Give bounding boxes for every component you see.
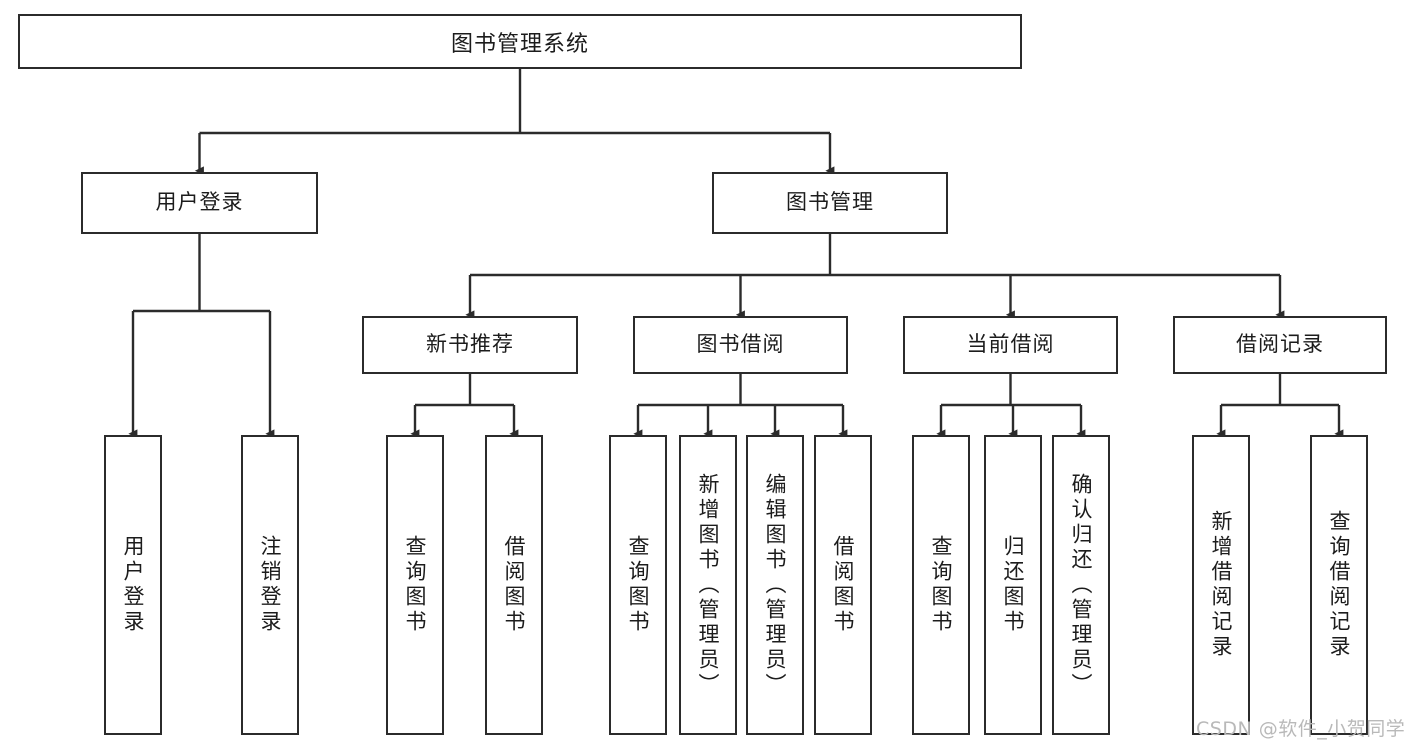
node-leaf-query-book-borrow[interactable]: 查询图书	[609, 435, 667, 735]
node-label: 新增借阅记录	[1209, 510, 1234, 660]
node-new-book-recommendation[interactable]: 新书推荐	[362, 316, 578, 374]
node-leaf-query-book-current[interactable]: 查询图书	[912, 435, 970, 735]
node-leaf-query-borrow-record[interactable]: 查询借阅记录	[1310, 435, 1368, 735]
node-current-borrowing[interactable]: 当前借阅	[903, 316, 1118, 374]
node-leaf-add-borrow-record[interactable]: 新增借阅记录	[1192, 435, 1250, 735]
node-label: 注销登录	[258, 535, 283, 635]
node-label: 当前借阅	[966, 332, 1055, 357]
node-book-management[interactable]: 图书管理	[712, 172, 948, 234]
node-label: 图书管理	[786, 190, 874, 215]
node-label: 借阅图书	[831, 535, 856, 635]
edge-paths	[128, 69, 1344, 439]
node-leaf-confirm-return-admin[interactable]: 确认归还（管理员）	[1052, 435, 1110, 735]
node-label: 图书借阅	[696, 332, 785, 357]
node-borrowing-record[interactable]: 借阅记录	[1173, 316, 1387, 374]
node-leaf-logout[interactable]: 注销登录	[241, 435, 299, 735]
node-label: 新书推荐	[426, 332, 514, 357]
node-label: 图书管理系统	[450, 31, 589, 57]
node-label: 查询图书	[403, 535, 428, 635]
node-leaf-user-login[interactable]: 用户登录	[104, 435, 162, 735]
node-leaf-borrow-book-recommend[interactable]: 借阅图书	[485, 435, 543, 735]
node-label: 用户登录	[155, 190, 244, 215]
node-leaf-edit-book-admin[interactable]: 编辑图书（管理员）	[746, 435, 804, 735]
node-label: 查询图书	[626, 535, 651, 635]
node-leaf-return-book[interactable]: 归还图书	[984, 435, 1042, 735]
node-label: 借阅记录	[1236, 332, 1324, 357]
node-label: 查询借阅记录	[1327, 510, 1352, 660]
node-root-system[interactable]: 图书管理系统	[18, 14, 1022, 69]
node-label: 编辑图书（管理员）	[763, 472, 788, 698]
node-label: 借阅图书	[502, 535, 527, 635]
node-leaf-borrow-book[interactable]: 借阅图书	[814, 435, 872, 735]
node-label: 用户登录	[121, 535, 146, 635]
node-label: 新增图书（管理员）	[696, 472, 721, 698]
node-book-borrowing[interactable]: 图书借阅	[633, 316, 848, 374]
node-leaf-query-book-recommend[interactable]: 查询图书	[386, 435, 444, 735]
node-user-login[interactable]: 用户登录	[81, 172, 318, 234]
node-label: 查询图书	[929, 535, 954, 635]
node-label: 归还图书	[1001, 535, 1026, 635]
node-leaf-add-book-admin[interactable]: 新增图书（管理员）	[679, 435, 737, 735]
node-label: 确认归还（管理员）	[1069, 472, 1094, 698]
